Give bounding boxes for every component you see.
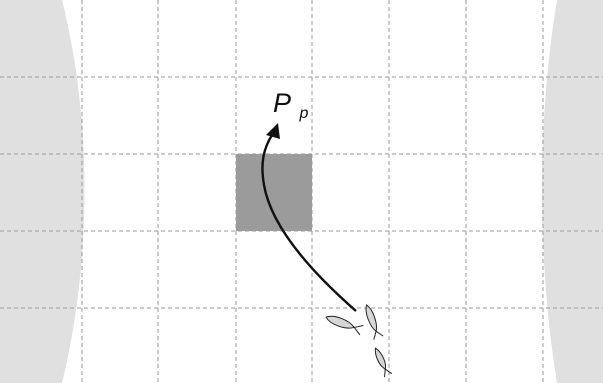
right-wall [542, 0, 603, 383]
target-label: P p [273, 88, 308, 122]
obstacle-cell [236, 154, 312, 231]
trajectory-path [261, 134, 357, 312]
target-label-main: P [273, 88, 291, 118]
fish-icon [365, 304, 384, 340]
target-label-subscript: p [298, 105, 308, 122]
left-wall [0, 0, 85, 383]
fish-icon [374, 347, 393, 378]
arrowhead-icon [266, 123, 280, 139]
fish-icon [325, 315, 364, 336]
